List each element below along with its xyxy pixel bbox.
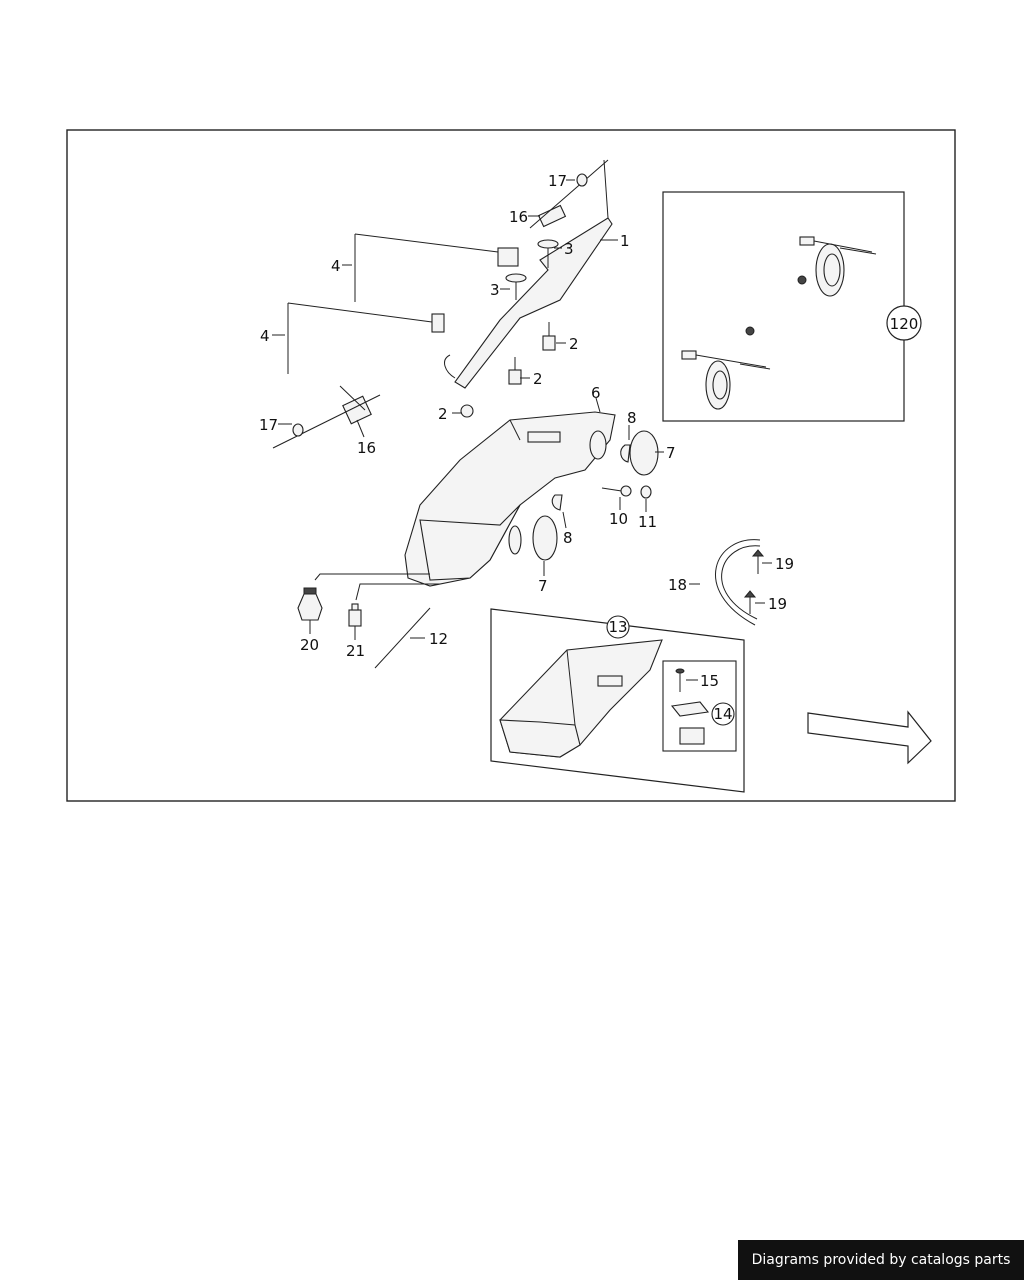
bolt-2-a — [542, 322, 556, 351]
connector-21 — [348, 603, 362, 627]
gasket-7-right — [629, 430, 659, 476]
callout-7-right: 7 — [666, 444, 676, 462]
pin-16-top — [529, 159, 609, 229]
callout-circle-120 — [886, 305, 922, 341]
callout-13: 13 — [608, 618, 627, 636]
upper-bracket — [431, 159, 613, 389]
callout-15: 15 — [700, 672, 719, 690]
callout-17-left: 17 — [259, 416, 278, 434]
gasket-7-left — [532, 515, 558, 561]
clip-8-left — [551, 494, 563, 511]
callout-2-c: 2 — [438, 405, 448, 423]
pin-16-left — [272, 394, 381, 449]
next-page-arrow — [807, 710, 932, 765]
callout-120: 120 — [890, 315, 919, 333]
latch-parts — [670, 668, 710, 745]
callout-17-top: 17 — [548, 172, 567, 190]
callout-12: 12 — [429, 630, 448, 648]
callout-3-lower: 3 — [490, 281, 500, 299]
washer-11 — [640, 485, 652, 499]
callout-7-left: 7 — [538, 577, 548, 595]
callout-19-lower: 19 — [768, 595, 787, 613]
clip-19-upper — [751, 549, 765, 574]
glove-box-bin — [499, 639, 663, 758]
inset-box-13 — [490, 608, 745, 793]
washer-10 — [620, 485, 632, 497]
speaker-assembly — [681, 236, 877, 410]
callout-circle-14 — [711, 702, 735, 726]
callout-4-upper: 4 — [331, 257, 341, 275]
callout-2-b: 2 — [533, 370, 543, 388]
callout-6: 6 — [591, 384, 601, 402]
callout-2-a: 2 — [569, 335, 579, 353]
switch-20 — [297, 587, 323, 621]
callout-8-right: 8 — [627, 409, 637, 427]
inset-box-120 — [662, 191, 905, 422]
callout-16-top: 16 — [509, 208, 528, 226]
callout-1: 1 — [620, 232, 630, 250]
inset-box-14 — [662, 660, 737, 752]
callout-3-upper: 3 — [564, 240, 574, 258]
callout-8-left: 8 — [563, 529, 573, 547]
callout-20: 20 — [300, 636, 319, 654]
callout-4-lower: 4 — [260, 327, 270, 345]
callout-18: 18 — [668, 576, 687, 594]
callout-19-upper: 19 — [775, 555, 794, 573]
callout-11: 11 — [638, 513, 657, 531]
rod-12 — [374, 607, 431, 669]
bolt-2-b — [508, 357, 522, 385]
clip-8-right — [620, 444, 631, 463]
clip-19-lower — [743, 590, 757, 614]
glove-box-housing — [404, 411, 616, 587]
callout-10: 10 — [609, 510, 628, 528]
knob-3-upper — [537, 239, 559, 268]
strap-18 — [715, 539, 761, 626]
callout-circle-13 — [606, 615, 630, 639]
nut-2-c — [460, 404, 474, 418]
knob-3-lower — [505, 273, 527, 300]
credit-banner: Diagrams provided by catalogs parts — [738, 1240, 1024, 1280]
callout-14: 14 — [713, 705, 732, 723]
diagram-frame — [66, 129, 956, 802]
callout-16-left: 16 — [357, 439, 376, 457]
callout-21: 21 — [346, 642, 365, 660]
